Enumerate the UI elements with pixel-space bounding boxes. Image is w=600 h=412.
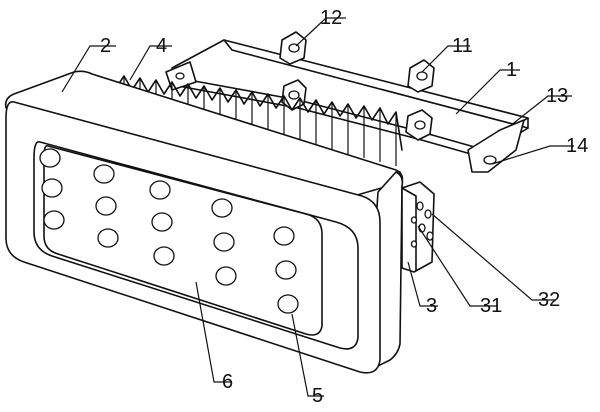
leader-3 xyxy=(407,261,438,307)
label-11: 11 xyxy=(452,35,473,57)
leader-2 xyxy=(61,45,116,93)
leader-5 xyxy=(291,313,324,397)
label-32: 32 xyxy=(538,289,560,311)
label-3: 3 xyxy=(426,295,437,317)
label-31: 31 xyxy=(480,295,502,317)
label-1: 1 xyxy=(506,59,517,81)
bracket-inner-edge xyxy=(223,39,529,129)
label-12: 12 xyxy=(320,7,342,29)
leader-11 xyxy=(421,45,470,73)
reference-numerals: 2 4 12 11 1 13 14 3 31 32 6 5 xyxy=(100,7,588,407)
lug-11 xyxy=(405,59,435,141)
bracket-left-hole xyxy=(175,72,185,80)
housing-inner-frame xyxy=(33,141,359,350)
label-6: 6 xyxy=(222,371,233,393)
leader-14 xyxy=(491,145,574,165)
leader-lines xyxy=(61,17,574,397)
leader-12 xyxy=(295,17,346,47)
label-5: 5 xyxy=(312,385,323,407)
label-13: 13 xyxy=(546,85,568,107)
leader-4 xyxy=(129,45,172,81)
label-4: 4 xyxy=(156,35,167,57)
label-14: 14 xyxy=(566,135,588,157)
bracket-end-hole xyxy=(483,155,497,165)
leader-31 xyxy=(417,225,498,307)
bracket-top-plate xyxy=(171,39,529,149)
leader-1 xyxy=(455,69,520,115)
leader-13 xyxy=(509,95,572,127)
leader-32 xyxy=(431,213,556,301)
led-beads xyxy=(39,148,299,314)
leader-6 xyxy=(195,281,232,383)
bracket-end-ear xyxy=(467,119,525,173)
label-2: 2 xyxy=(100,35,111,57)
